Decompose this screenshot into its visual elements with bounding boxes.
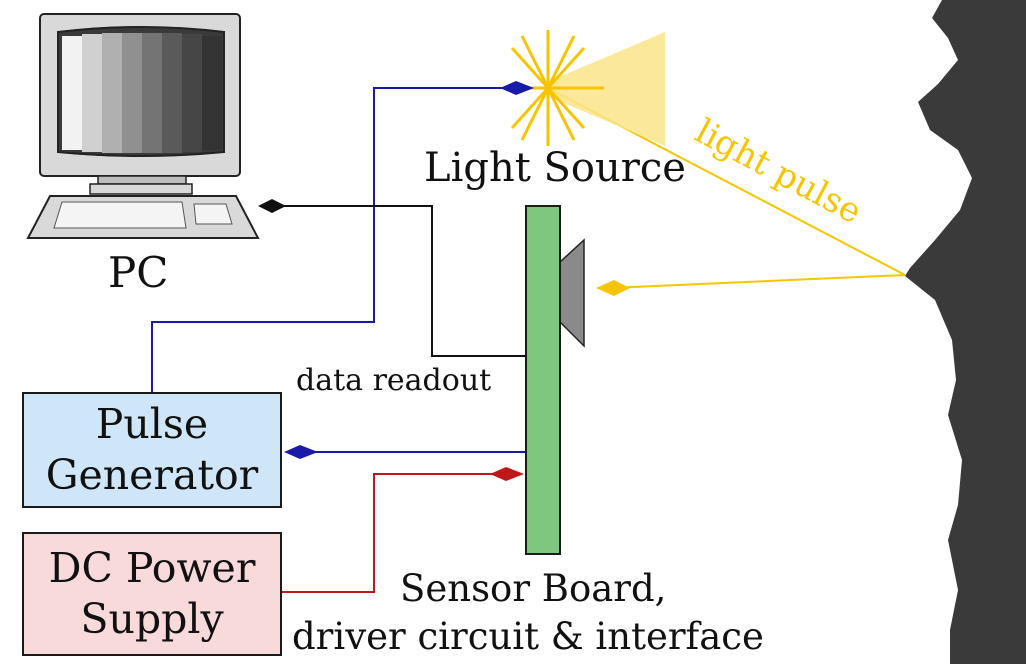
data-readout-line — [272, 205, 526, 357]
dc-power-supply-box: DC Power Supply — [22, 532, 282, 656]
reflected-pulse-ray — [609, 274, 906, 289]
sensor-board-label-line1: Sensor Board, — [400, 567, 667, 610]
pc-label: PC — [108, 248, 169, 297]
pc-icon — [26, 13, 260, 239]
sensor-board — [525, 205, 561, 555]
pulse-generator-arrowhead — [284, 445, 318, 459]
pulse-generator-label-line1: Pulse — [95, 399, 209, 448]
pulse-generator-label-line2: Generator — [45, 451, 259, 499]
power-arrowhead — [490, 467, 524, 481]
light-source-label: Light Source — [424, 145, 686, 191]
sensor-board-label-line2: driver circuit & interface — [292, 615, 764, 658]
light-beam-cone — [552, 32, 665, 146]
pulse-generator-box: Pulse Generator — [22, 392, 282, 508]
light-trigger-arrowhead — [500, 81, 534, 95]
reflected-arrowhead — [596, 280, 630, 296]
data-readout-label: data readout — [296, 363, 492, 398]
target-object — [905, 0, 1026, 664]
dc-power-supply-label-line2: Supply — [80, 595, 224, 643]
power-line — [282, 473, 508, 593]
detector-lens — [559, 238, 585, 348]
pc-readout-arrowhead — [258, 199, 286, 213]
trigger-line-to-light — [151, 87, 512, 392]
dc-power-supply-label-line1: DC Power — [48, 543, 256, 592]
